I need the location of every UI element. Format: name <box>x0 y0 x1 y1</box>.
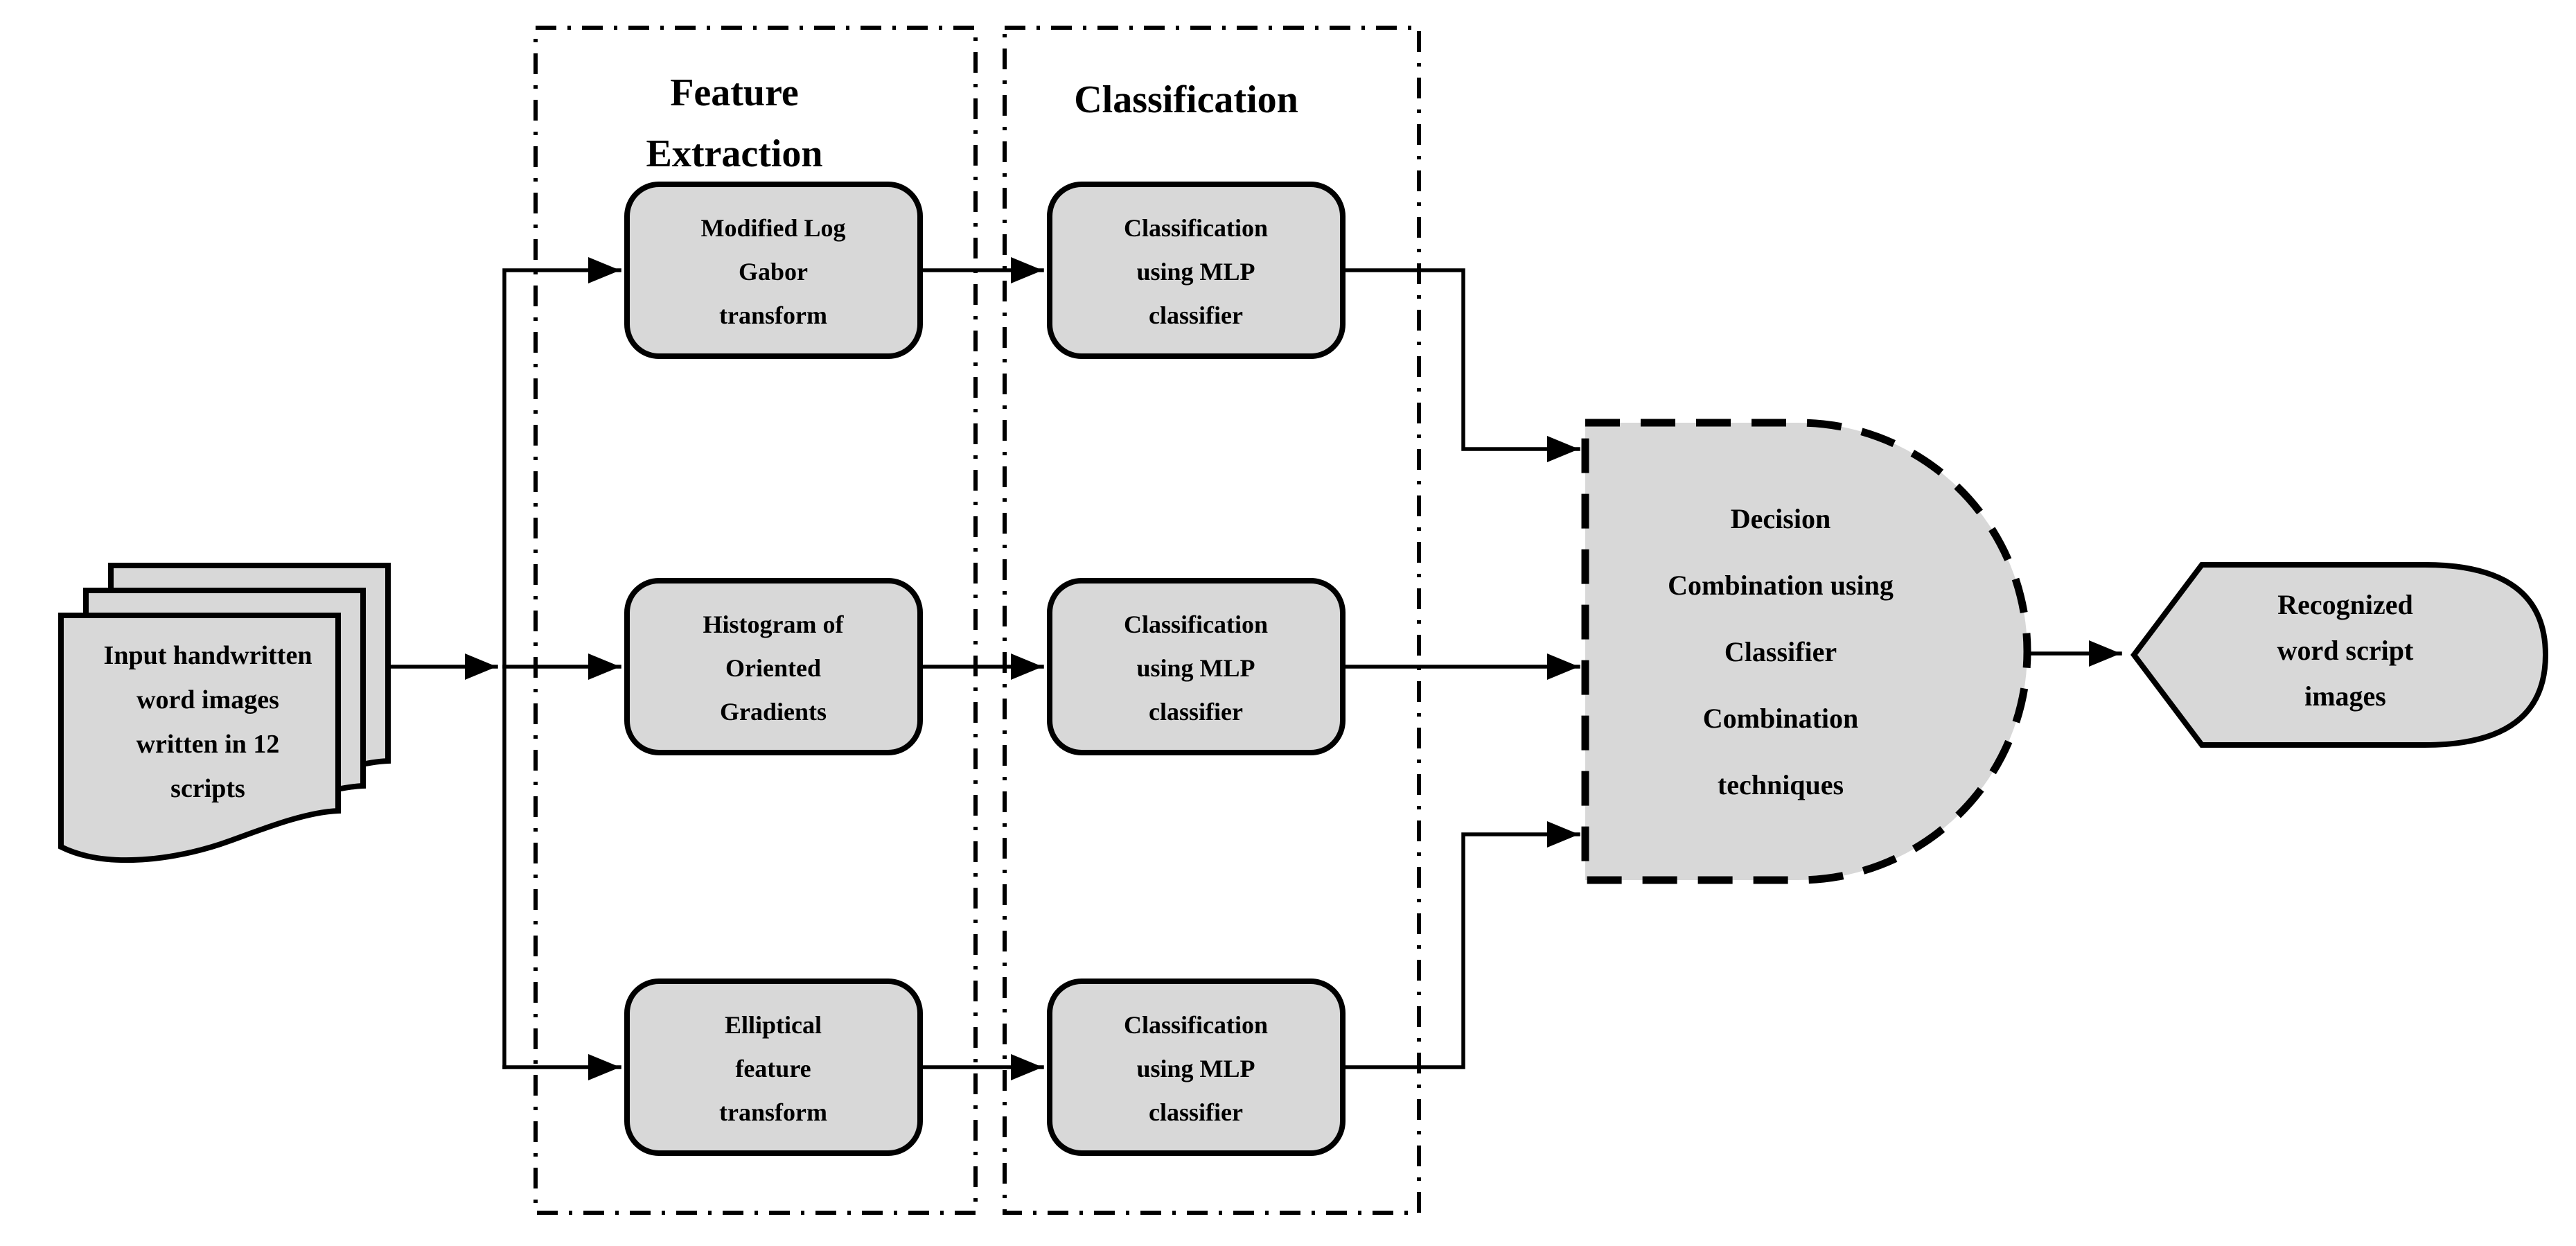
classification-title: Classification <box>1074 78 1298 121</box>
output-node-line3: images <box>2304 681 2386 712</box>
classifier-box-3: Classification using MLP classifier <box>1047 979 1346 1156</box>
feature-extraction-title-line1: Feature <box>670 71 799 114</box>
decision-combination-node: Decision Combination using Classifier Co… <box>1581 419 2031 884</box>
output-node-line2: word script <box>2277 635 2414 666</box>
output-node-shape <box>2130 562 2549 748</box>
feature-box-1-line1: Modified Log <box>700 214 845 242</box>
feature-box-2-line3: Gradients <box>720 698 827 726</box>
feature-box-2-line2: Oriented <box>725 654 821 682</box>
classifier-box-1-line1: Classification <box>1124 214 1268 242</box>
output-node: Recognized word script images <box>2130 562 2549 748</box>
feature-box-3-shape <box>624 979 923 1156</box>
feature-box-2-shape <box>624 578 923 755</box>
feature-extraction-container <box>533 26 978 1215</box>
arrow-classifier1-to-decision <box>1343 268 1580 462</box>
feature-box-modified-log-gabor: Modified Log Gabor transform <box>624 182 923 359</box>
feature-box-histogram-oriented-gradients: Histogram of Oriented Gradients <box>624 578 923 755</box>
classifier-box-2-shape <box>1047 578 1346 755</box>
feature-box-1-line2: Gabor <box>739 258 808 286</box>
feature-box-2-line1: Histogram of <box>703 611 845 638</box>
classifier-box-2-line1: Classification <box>1124 611 1268 638</box>
classifier-box-3-line2: using MLP <box>1136 1055 1255 1082</box>
classifier-box-3-line1: Classification <box>1124 1011 1268 1039</box>
input-documents-node: Input handwritten word images written in… <box>58 563 391 863</box>
input-node-label-line4: scripts <box>170 774 245 803</box>
classifier-box-3-shape <box>1047 979 1346 1156</box>
classification-container <box>1003 26 1421 1215</box>
decision-node-line5: techniques <box>1718 769 1844 800</box>
feature-box-3-line1: Elliptical <box>725 1011 822 1039</box>
classifier-box-2: Classification using MLP classifier <box>1047 578 1346 755</box>
decision-node-line3: Classifier <box>1724 636 1837 667</box>
classifier-box-1-line2: using MLP <box>1136 258 1255 286</box>
classifier-box-2-line2: using MLP <box>1136 654 1255 682</box>
decision-node-line2: Combination using <box>1668 570 1894 601</box>
decision-node-line1: Decision <box>1731 503 1830 534</box>
feature-extraction-title-line2: Extraction <box>646 132 822 175</box>
feature-box-3-line3: transform <box>719 1098 827 1126</box>
feature-box-elliptical-feature-transform: Elliptical feature transform <box>624 979 923 1156</box>
feature-box-3-line2: feature <box>735 1055 811 1082</box>
decision-node-line4: Combination <box>1703 703 1859 734</box>
classifier-box-1-line3: classifier <box>1149 301 1243 329</box>
output-node-line1: Recognized <box>2277 589 2413 620</box>
classifier-box-1-shape <box>1047 182 1346 359</box>
input-node-label-line3: written in 12 <box>136 730 280 759</box>
document-page-front <box>58 613 341 863</box>
arrow-classifier3-to-decision <box>1343 821 1580 1069</box>
classifier-box-3-line3: classifier <box>1149 1098 1243 1126</box>
input-node-label-line2: word images <box>136 685 279 714</box>
feature-box-1-shape <box>624 182 923 359</box>
arrow-branch-to-feature-1 <box>502 257 621 1069</box>
input-node-label-line1: Input handwritten <box>104 641 312 670</box>
feature-box-1-line3: transform <box>719 301 827 329</box>
decision-combination-shape <box>1581 419 2031 884</box>
classifier-box-1: Classification using MLP classifier <box>1047 182 1346 359</box>
classifier-box-2-line3: classifier <box>1149 698 1243 726</box>
